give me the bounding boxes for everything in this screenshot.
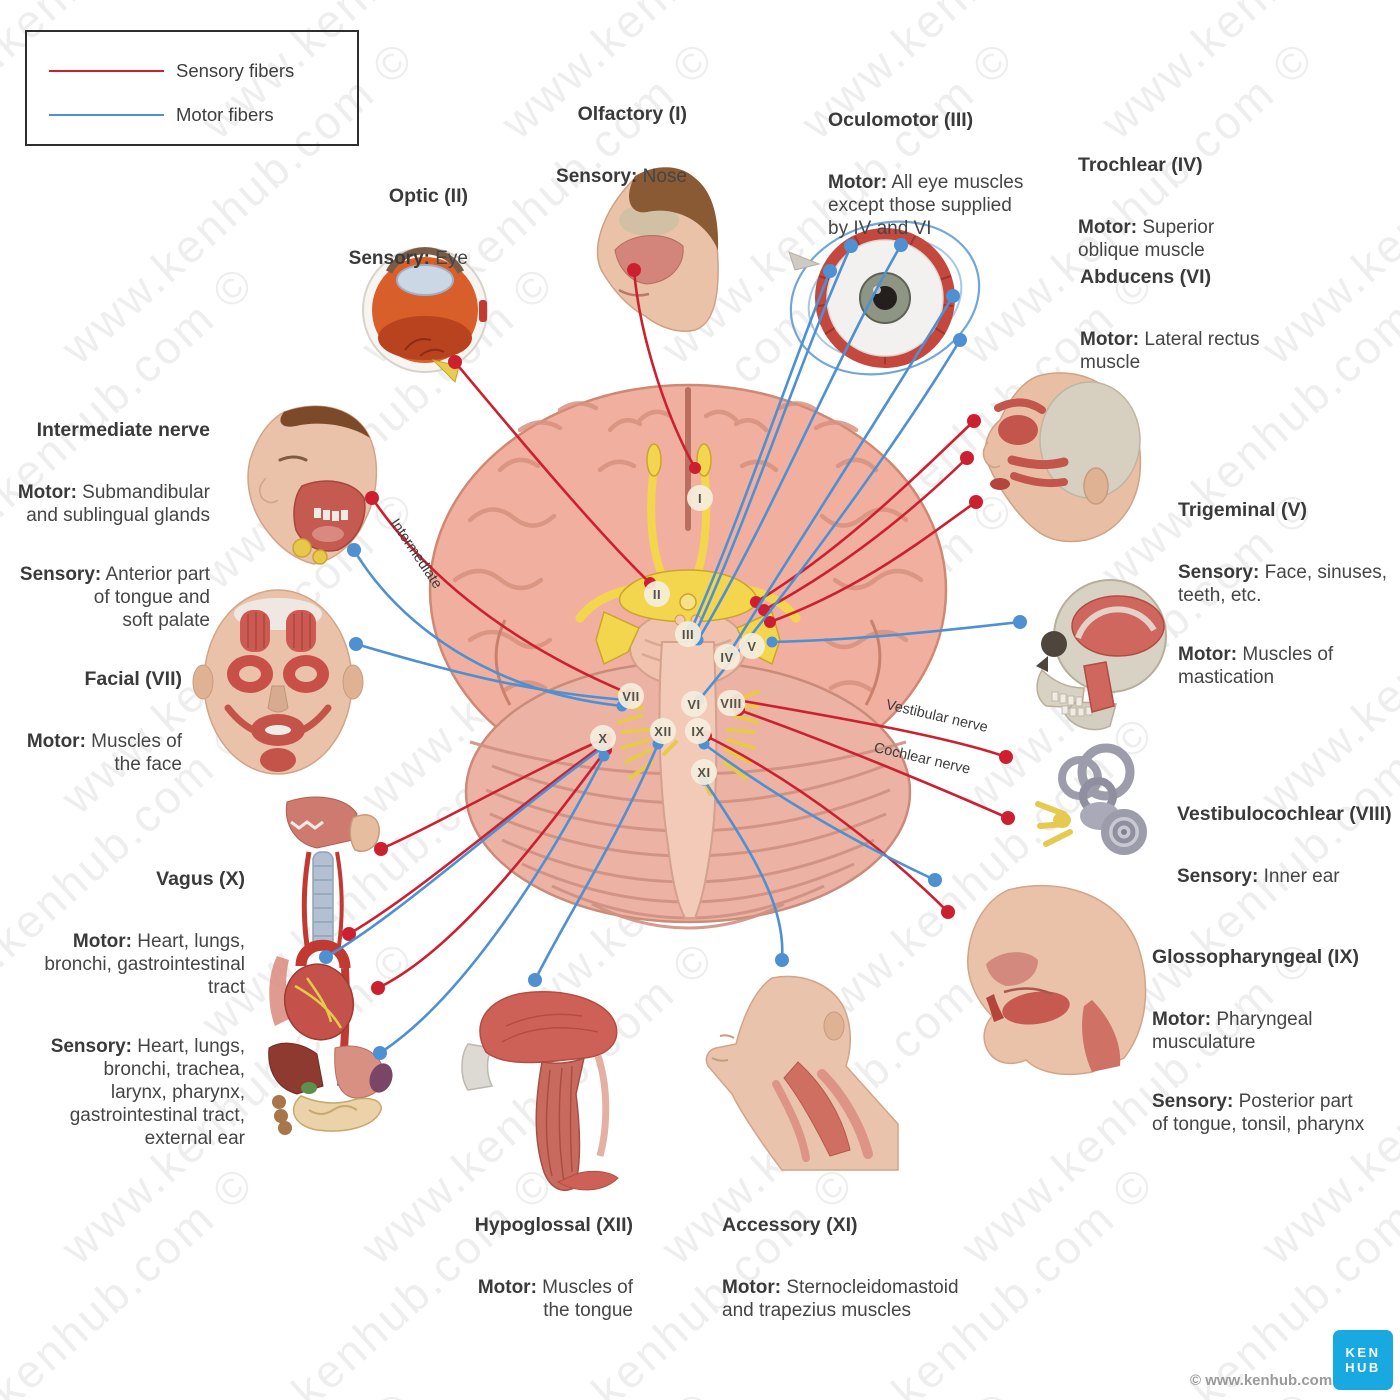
glossopharyngeal-title: Glossopharyngeal (IX)	[1152, 946, 1359, 968]
logo-text-line1: KEN	[1345, 1345, 1381, 1360]
inner-ear-illustration	[1035, 743, 1147, 855]
legend-sensory-label: Sensory fibers	[176, 60, 295, 81]
optic-sensory: Sensory: Eye	[348, 248, 468, 269]
oculomotor-label: Oculomotor (III) Motor: All eye muscles …	[828, 86, 1058, 276]
salivary-glands-face-illustration	[247, 405, 378, 565]
numeral-VIII: VIII	[717, 690, 745, 716]
optic-label: Optic (II) Sensory: Eye	[208, 162, 468, 306]
glossopharyngeal-label: Glossopharyngeal (IX) Motor: Pharyngeal …	[1152, 923, 1392, 1172]
skull-mastication-muscles-illustration	[1036, 579, 1167, 731]
olfactory-title: Olfactory (I)	[577, 103, 687, 125]
accessory-label: Accessory (XI) Motor: Sternocleidomastoi…	[722, 1191, 982, 1358]
numeral-III: III	[675, 621, 701, 647]
legend-motor-label: Motor fibers	[176, 104, 274, 125]
glossopharyngeal-sensory: Sensory: Posterior part of tongue, tonsi…	[1152, 1091, 1365, 1135]
intermediate-motor: Motor: Submandibular and sublingual glan…	[17, 482, 210, 526]
numeral-XI: XI	[691, 759, 717, 785]
numeral-V: V	[739, 633, 765, 659]
vagus-motor: Motor: Heart, lungs, bronchi, gastrointe…	[44, 931, 245, 998]
numeral-VII: VII	[618, 683, 644, 709]
trochlear-motor: Motor: Superior oblique muscle	[1078, 217, 1215, 261]
neck-muscles-illustration	[705, 975, 899, 1171]
abducens-motor: Motor: Lateral rectus muscle	[1080, 329, 1260, 373]
trigeminal-motor: Motor: Muscles of mastication	[1178, 644, 1334, 688]
legend-box: Sensory fibers Motor fibers	[25, 30, 359, 146]
copyright-text: © www.kenhub.com	[1190, 1372, 1333, 1389]
numeral-VI: VI	[681, 691, 707, 717]
facial-motor: Motor: Muscles of the face	[26, 731, 182, 775]
trochlear-label: Trochlear (IV) Motor: Superior oblique m…	[1078, 131, 1298, 298]
oculomotor-title: Oculomotor (III)	[828, 109, 974, 131]
hypoglossal-title: Hypoglossal (XII)	[474, 1214, 633, 1236]
pharynx-sagittal-head-illustration	[967, 884, 1147, 1076]
trochlear-title: Trochlear (IV)	[1078, 154, 1203, 176]
kenhub-logo: KEN HUB	[1333, 1330, 1393, 1390]
abducens-label: Abducens (VI) Motor: Lateral rectus musc…	[1080, 243, 1300, 410]
hypoglossal-label: Hypoglossal (XII) Motor: Muscles of the …	[413, 1191, 633, 1358]
face-muscles-illustration	[192, 589, 364, 775]
sensory-fiber-lines	[342, 263, 1015, 995]
numeral-X: X	[590, 725, 616, 751]
optic-title: Optic (II)	[388, 185, 468, 207]
accessory-title: Accessory (XI)	[722, 1214, 858, 1236]
sensory-line-swatch	[49, 69, 164, 73]
accessory-motor: Motor: Sternocleidomastoid and trapezius…	[722, 1277, 959, 1321]
olfactory-sensory: Sensory: Nose	[556, 166, 687, 187]
lateral-head-illustration	[982, 372, 1142, 543]
vestibulocochlear-sensory: Sensory: Inner ear	[1177, 866, 1340, 887]
facial-label: Facial (VII) Motor: Muscles of the face	[12, 645, 182, 812]
vagus-sensory: Sensory: Heart, lungs, bronchi, trachea,…	[50, 1036, 245, 1149]
eye-cross-section-illustration	[362, 247, 488, 383]
trigeminal-label: Trigeminal (V) Sensory: Face, sinuses, t…	[1178, 476, 1388, 725]
numeral-IX: IX	[685, 718, 711, 744]
logo-text-line2: HUB	[1345, 1360, 1381, 1375]
numeral-XII: XII	[650, 718, 676, 744]
hypoglossal-motor: Motor: Muscles of the tongue	[477, 1277, 633, 1321]
tongue-muscles-illustration	[461, 991, 619, 1192]
intermediate-title: Intermediate nerve	[36, 419, 210, 441]
vestibulocochlear-title: Vestibulocochlear (VIII)	[1177, 803, 1392, 825]
olfactory-label: Olfactory (I) Sensory: Nose	[427, 80, 687, 224]
trigeminal-sensory: Sensory: Face, sinuses, teeth, etc.	[1178, 562, 1388, 606]
numeral-I: I	[687, 485, 713, 511]
eyeball-with-muscles-illustration	[788, 220, 981, 376]
numeral-IV: IV	[714, 644, 740, 670]
numeral-II: II	[644, 581, 670, 607]
vagus-label: Vagus (X) Motor: Heart, lungs, bronchi, …	[15, 845, 245, 1186]
vestibulocochlear-label: Vestibulocochlear (VIII) Sensory: Inner …	[1177, 780, 1400, 924]
oculomotor-motor: Motor: All eye muscles except those supp…	[828, 172, 1024, 239]
glossopharyngeal-motor: Motor: Pharyngeal musculature	[1152, 1009, 1313, 1053]
trigeminal-title: Trigeminal (V)	[1178, 499, 1307, 521]
vagus-organs-illustration	[268, 796, 393, 1135]
motor-line-swatch	[49, 113, 164, 117]
abducens-title: Abducens (VI)	[1080, 266, 1212, 288]
facial-title: Facial (VII)	[84, 668, 182, 690]
vagus-title: Vagus (X)	[156, 868, 245, 890]
intermediate-label: Intermediate nerve Motor: Submandibular …	[5, 396, 210, 668]
intermediate-sensory: Sensory: Anterior part of tongue and sof…	[19, 564, 210, 631]
